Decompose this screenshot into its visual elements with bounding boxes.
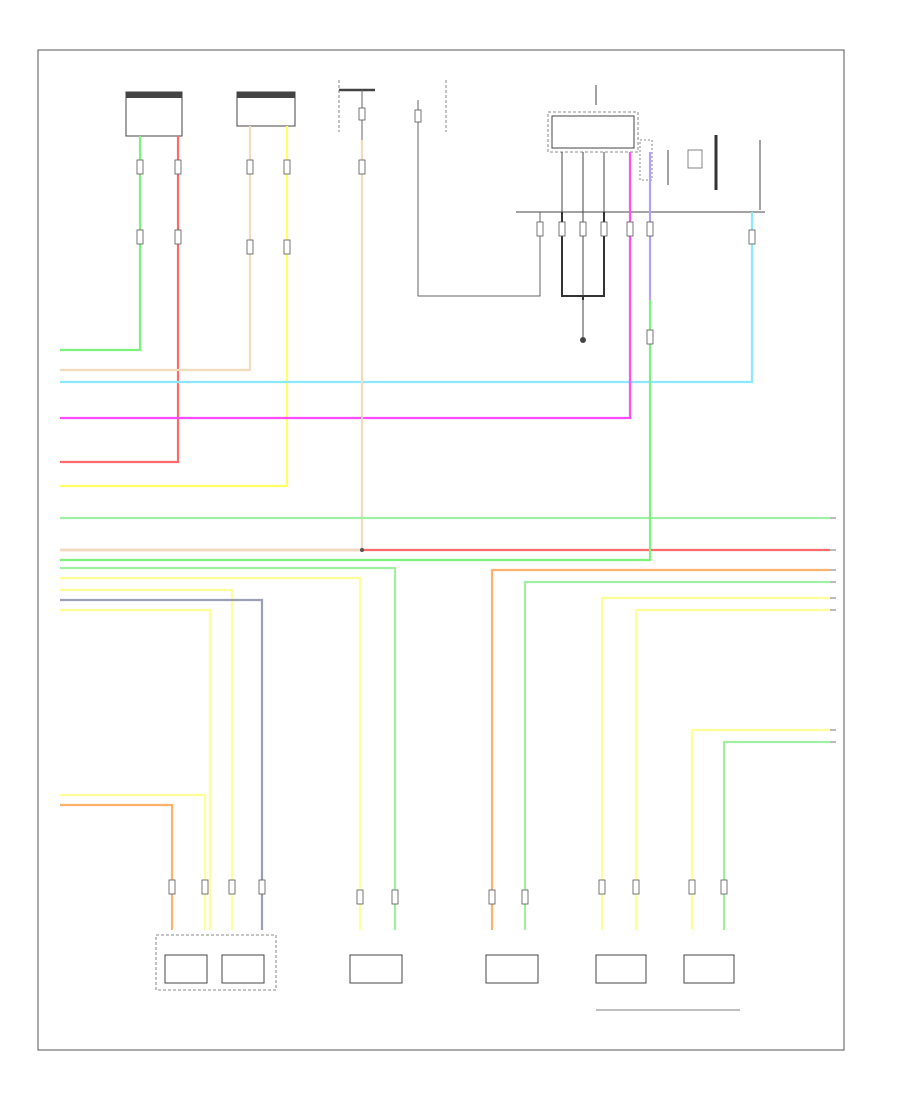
wire-left-orange — [60, 803, 174, 930]
wire-lt-blue — [60, 212, 754, 384]
fuse-block — [338, 80, 447, 140]
wire-green-1 — [60, 136, 142, 352]
right-terminals — [830, 517, 836, 743]
ground-symbol — [580, 300, 586, 343]
bus-yellow-4 — [60, 608, 212, 930]
right-upper-speaker — [595, 954, 647, 984]
bus-lt-green — [60, 300, 652, 562]
left-rear-tweeter — [349, 954, 403, 984]
bus-green-right — [523, 580, 830, 930]
bus-gray — [60, 598, 264, 930]
wire-fuse-to-module — [417, 140, 541, 297]
wire-left-yellow — [60, 793, 207, 930]
bus-yellow-right-2 — [634, 608, 830, 930]
bus-yellow-right — [600, 596, 830, 930]
connector-markers — [136, 159, 756, 905]
bus-orange-right — [490, 568, 830, 930]
bus-yellow-3 — [60, 588, 234, 930]
wire-pink — [60, 152, 632, 420]
diagram-frame — [37, 49, 845, 1051]
left-front-group — [155, 934, 277, 991]
control-module — [516, 85, 765, 213]
wire-yellow-1 — [60, 126, 289, 488]
right-rear-tweeter — [485, 954, 539, 984]
bus-yellow-2 — [60, 576, 362, 930]
right-speaker-connector-top — [236, 91, 296, 127]
left-upper-speaker — [221, 954, 265, 984]
bus-green-2 — [60, 566, 397, 930]
left-shoulder-speaker — [164, 954, 208, 984]
left-speaker-connector-top — [125, 91, 183, 137]
wire-right-yellow — [690, 728, 830, 930]
wire-right-green — [722, 740, 830, 930]
right-shoulder-speaker — [683, 954, 735, 984]
wire-red-1 — [60, 136, 180, 464]
wire-tan-1 — [60, 126, 252, 372]
